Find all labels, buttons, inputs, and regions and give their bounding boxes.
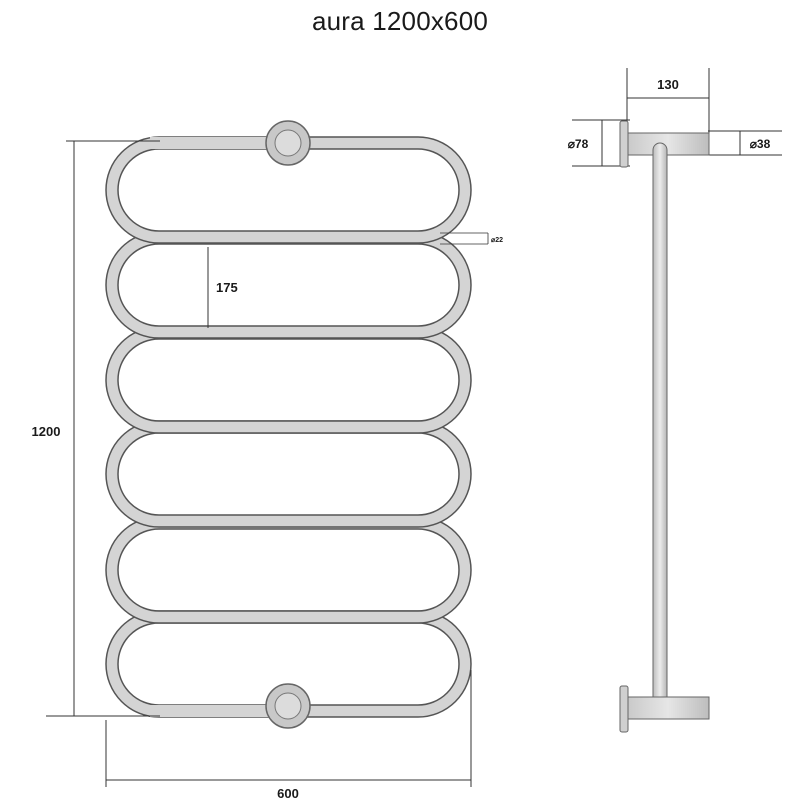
tube-loops xyxy=(105,136,472,718)
front-view: 1200 600 175 ⌀22 xyxy=(32,120,503,800)
bottom-wall-plate xyxy=(619,685,629,733)
bracket-diameter-dimension xyxy=(708,130,782,156)
height-dimension xyxy=(46,140,160,717)
tube-diameter-dimension xyxy=(440,232,489,245)
bracket-diameter-label: ⌀38 xyxy=(750,137,771,151)
flange-diameter-label: ⌀78 xyxy=(568,137,589,151)
vertical-rail xyxy=(652,142,668,715)
drawing-title: aura 1200x600 xyxy=(311,6,489,36)
height-dimension-label: 1200 xyxy=(32,424,61,439)
top-feed-tube xyxy=(150,137,290,149)
tube-loop-4 xyxy=(105,420,472,528)
tube-loop-2 xyxy=(105,231,472,339)
tube-loop-5 xyxy=(105,516,472,624)
tube-loop-6 xyxy=(105,610,472,718)
width-dimension-label: 600 xyxy=(277,786,299,800)
bottom-bracket-arm xyxy=(626,696,710,720)
depth-dimension-label: 130 xyxy=(657,77,679,92)
bottom-wall-flange xyxy=(265,683,311,729)
spacing-dimension-label: 175 xyxy=(216,280,238,295)
tube-loop-3 xyxy=(105,326,472,434)
top-wall-flange xyxy=(265,120,311,166)
side-view: 130 ⌀78 ⌀38 xyxy=(568,68,782,733)
bottom-feed-tube xyxy=(150,705,290,717)
tube-loop-1 xyxy=(105,136,472,244)
width-dimension xyxy=(105,670,472,787)
tube-diameter-label: ⌀22 xyxy=(491,237,503,244)
top-wall-plate xyxy=(619,120,629,168)
top-bracket-arm xyxy=(626,132,710,156)
